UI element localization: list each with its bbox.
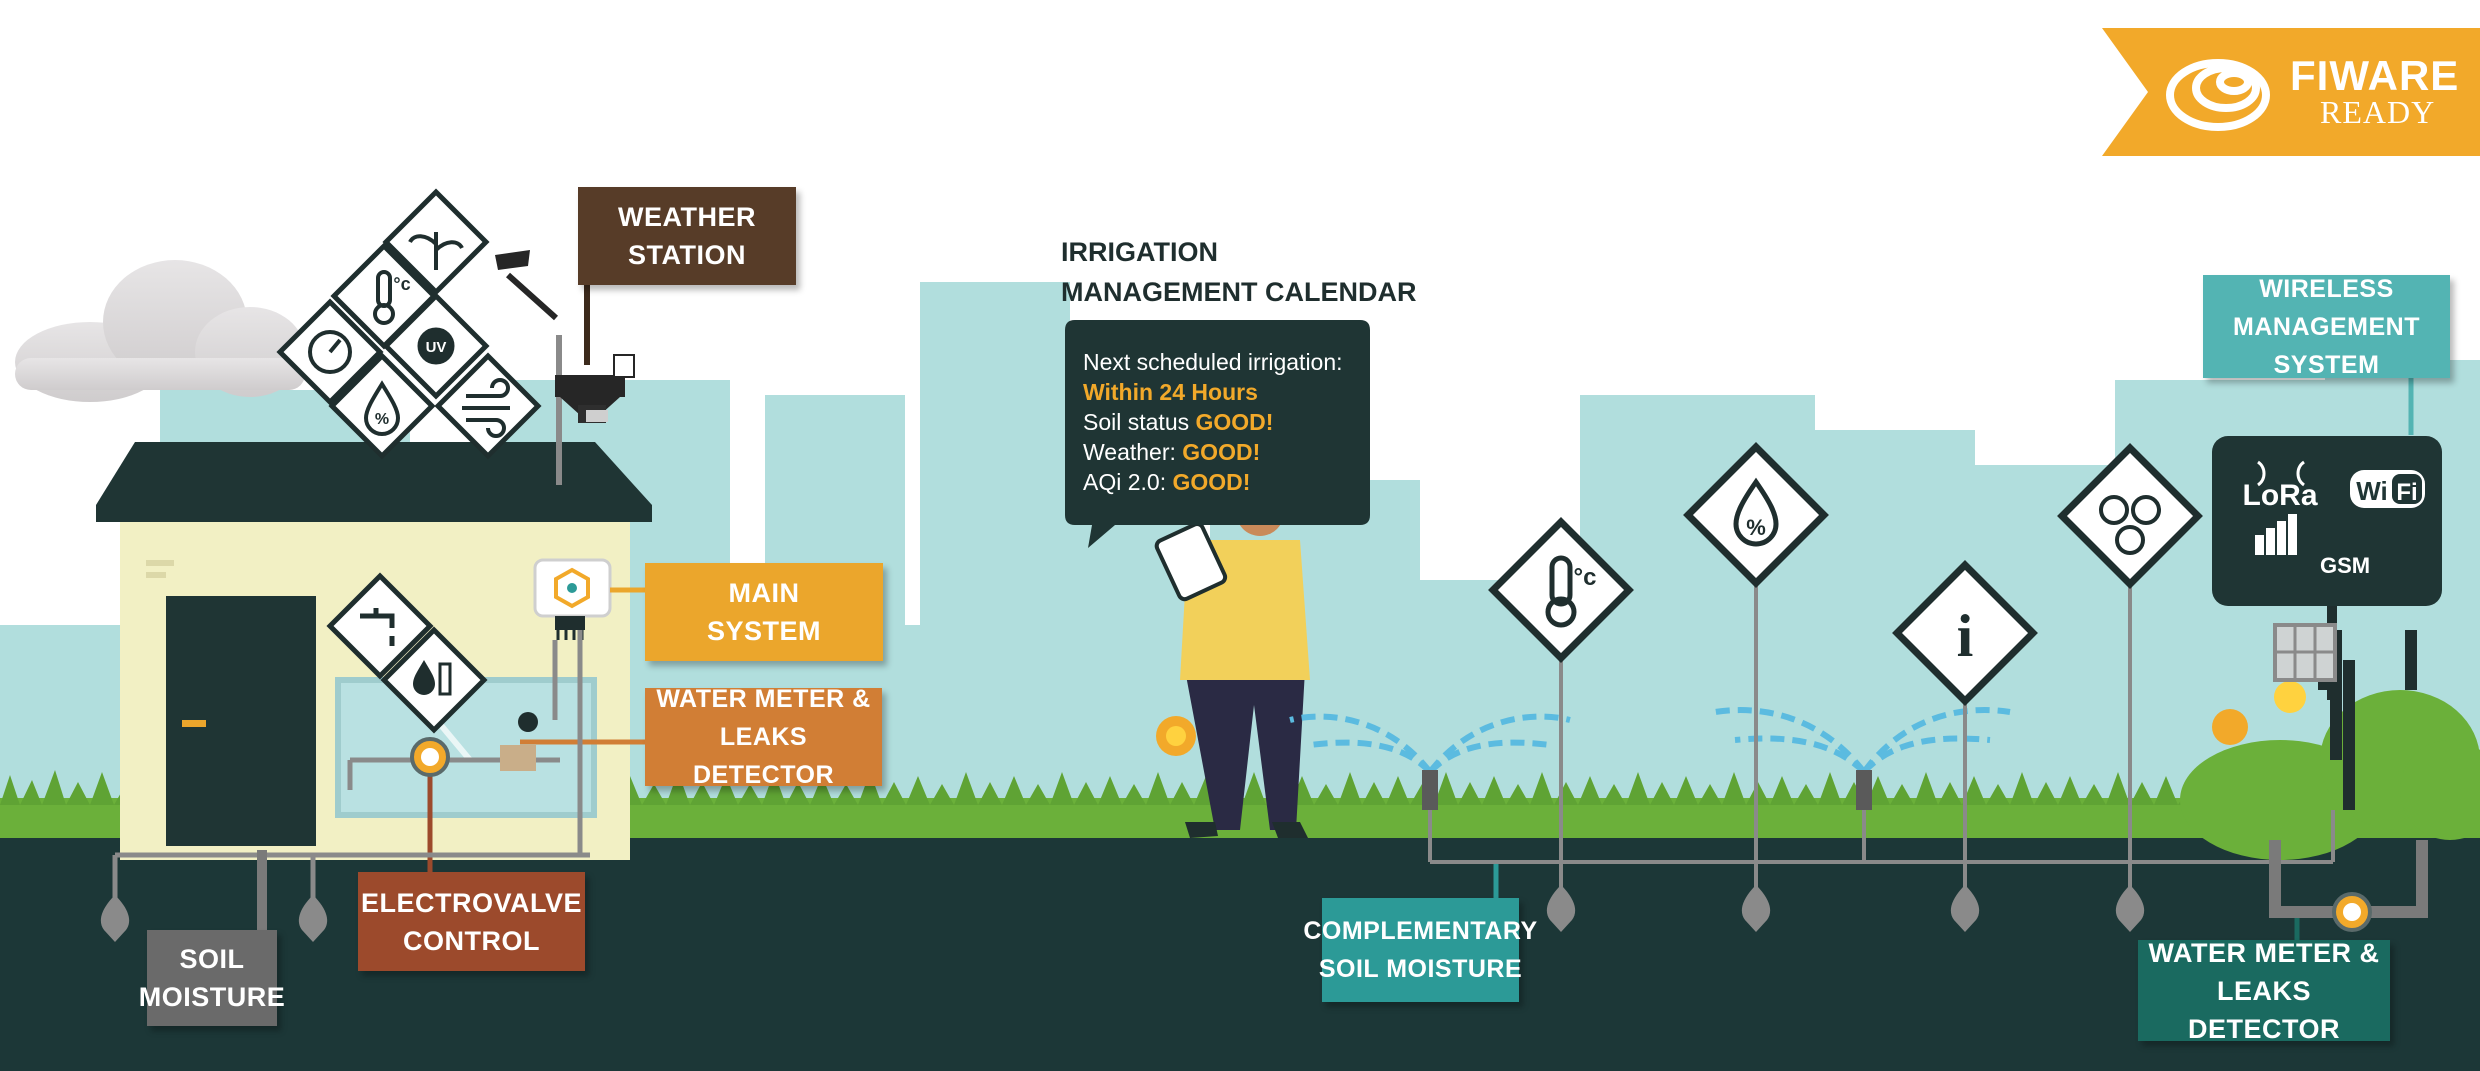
- sprout-icon: [382, 188, 490, 296]
- field-percent-text: %: [1746, 515, 1766, 540]
- sprinkler-heads: [1422, 770, 1872, 810]
- calendar-title-line-2: MANAGEMENT CALENDAR: [1061, 277, 1417, 307]
- wind-icon: [434, 352, 542, 460]
- calendar-bubble: [1065, 320, 1370, 548]
- wireless-device: [2212, 436, 2442, 810]
- field-info-text: i: [1957, 603, 1974, 669]
- wifi-text-b: Fi: [2396, 479, 2417, 506]
- house-water-meter: [410, 712, 538, 777]
- lora-text: LoRa: [2243, 479, 2318, 512]
- aqi-row: AQi 2.0: GOOD!: [1083, 467, 1373, 497]
- weather-station-device: [495, 250, 635, 485]
- gauge-icon: [276, 298, 384, 406]
- soil-status-label: Soil status: [1083, 409, 1196, 435]
- field-water-meter: [2332, 892, 2372, 932]
- roof-percent-text: %: [375, 411, 389, 428]
- weather-row: Weather: GOOD!: [1083, 437, 1373, 467]
- calendar-bubble-text: Next scheduled irrigation: Within 24 Hou…: [1083, 347, 1373, 497]
- door-handle: [182, 720, 206, 727]
- soil-status-row: Soil status GOOD!: [1083, 407, 1373, 437]
- roof-sensor-icons: [276, 188, 542, 460]
- flowers: [1156, 681, 2306, 756]
- gsm-text: GSM: [2320, 553, 2370, 578]
- soil-status-value: GOOD!: [1195, 409, 1274, 435]
- cloud: [15, 260, 305, 402]
- fiware-logo-icon: [2166, 59, 2270, 131]
- roof-celsius-text: °c: [393, 274, 410, 294]
- bushes: [2180, 690, 2480, 860]
- brand-line-2: READY: [2320, 94, 2436, 130]
- aqi-label: AQi 2.0:: [1083, 469, 1173, 495]
- calendar-title: IRRIGATION MANAGEMENT CALENDAR: [1061, 232, 1416, 312]
- air-quality-faces-icon: [2057, 443, 2203, 589]
- uv-sun-icon: [382, 292, 490, 400]
- field-moisture-probes: [1546, 885, 2145, 932]
- roof-uv-text: UV: [426, 339, 447, 356]
- field-sensor-icons: [1488, 442, 2203, 706]
- water-meter-field-label: WATER METER &LEAKS DETECTOR: [2138, 938, 2390, 1044]
- info-icon: [1892, 560, 2038, 706]
- person-with-tablet: [1154, 488, 1310, 838]
- next-irrigation-label: Next scheduled irrigation:: [1083, 349, 1343, 375]
- brand-line-1: FIWARE: [2290, 52, 2460, 99]
- weather-label: Weather:: [1083, 439, 1183, 465]
- calendar-title-line-1: IRRIGATION: [1061, 237, 1218, 267]
- next-irrigation-value: Within 24 Hours: [1083, 379, 1258, 405]
- humidity-drop-icon: [328, 352, 436, 460]
- water-level-icon: [380, 626, 488, 734]
- house-roof: [96, 442, 652, 522]
- thermometer-celsius-icon: [1488, 517, 1634, 663]
- wifi-text-a: Wi: [2356, 476, 2388, 506]
- fiware-ribbon: [2102, 28, 2480, 156]
- sprinkler-sprays: [1289, 707, 2011, 775]
- house-sensor-icons: [326, 572, 488, 734]
- weather-value: GOOD!: [1182, 439, 1261, 465]
- house: [96, 442, 652, 860]
- faucet-icon: [326, 572, 434, 680]
- house-pipes: [112, 630, 590, 940]
- soil-moisture-probes: [100, 895, 328, 942]
- humidity-drop-icon: [1683, 442, 1829, 588]
- field-celsius-text: °c: [1574, 564, 1597, 591]
- aqi-value: GOOD!: [1172, 469, 1251, 495]
